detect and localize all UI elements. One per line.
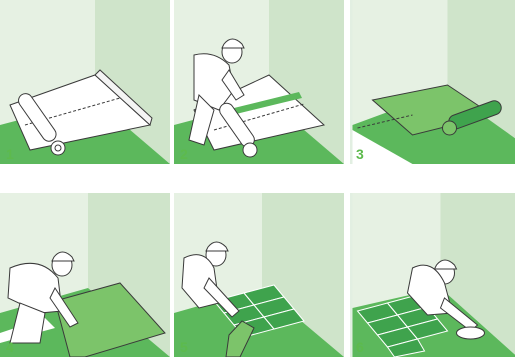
step-panel-4: 4 — [0, 193, 170, 357]
step-panel-6: 6 — [350, 193, 515, 357]
step-number-5: 5 — [180, 339, 188, 355]
step-4-illustration — [0, 193, 170, 357]
step-panel-3: 3 — [350, 0, 515, 164]
step-1-illustration — [0, 0, 170, 164]
step-number-1: 1 — [6, 146, 14, 162]
step-6-illustration — [350, 193, 515, 357]
step-number-3: 3 — [356, 146, 364, 162]
step-5-illustration — [174, 193, 344, 357]
step-number-2: 2 — [180, 146, 188, 162]
step-panel-5: 5 — [174, 193, 344, 357]
step-3-illustration — [350, 0, 515, 164]
step-panel-2: 2 — [174, 0, 344, 164]
step-number-4: 4 — [6, 339, 14, 355]
step-2-illustration — [174, 0, 344, 164]
step-number-6: 6 — [356, 339, 364, 355]
step-panel-1: 1 — [0, 0, 170, 164]
underlay-roll — [457, 327, 485, 339]
